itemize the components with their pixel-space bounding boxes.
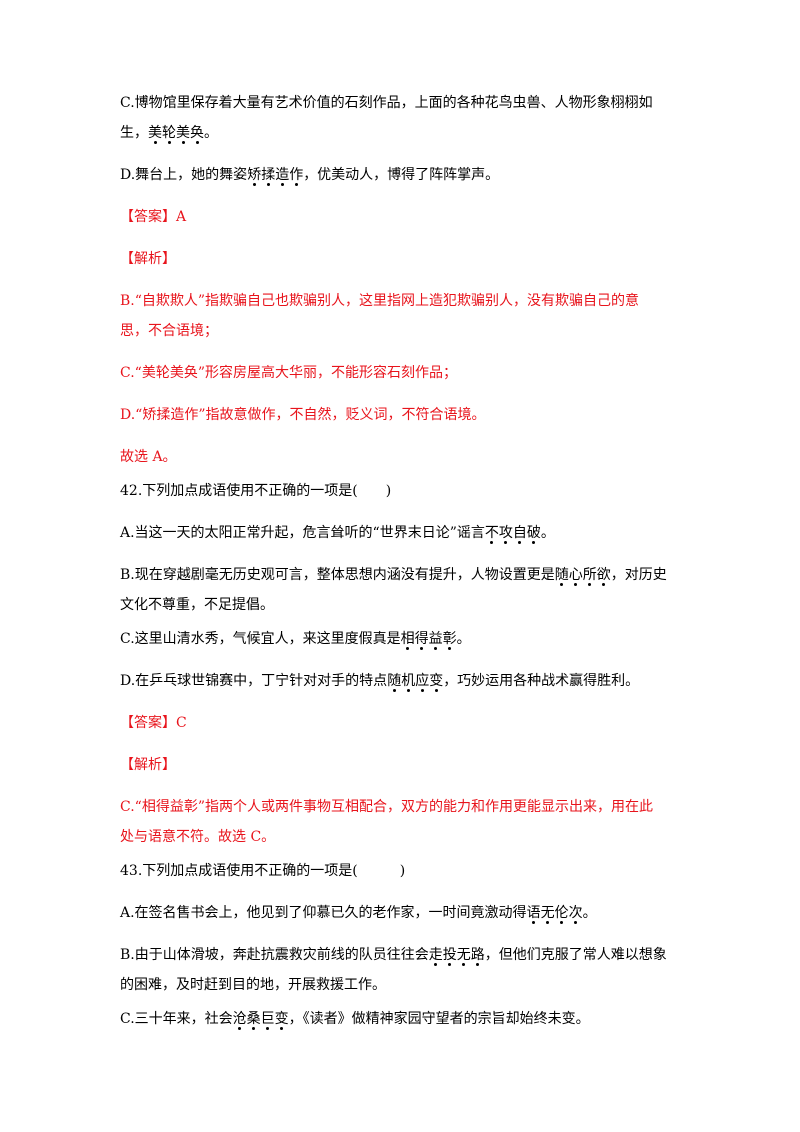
q41-conclusion: 故选 A。 xyxy=(120,449,177,465)
q42-option-d: D.在乒乓球世锦赛中，丁宁针对对手的特点随机应变，巧妙运用各种战术赢得胜利。 xyxy=(120,673,640,689)
q43-option-b-line1: B.由于山体滑坡，奔赴抗震救灾前线的队员往往会走投无路，但他们克服了常人难以想象 xyxy=(120,947,667,963)
q42-option-b-line2: 文化不尊重，不足提倡。 xyxy=(120,597,274,613)
q41-analysis-b-line2: 思，不合语境； xyxy=(120,323,218,339)
q41-option-d: D.舞台上，她的舞姿矫揉造作，优美动人，博得了阵阵掌声。 xyxy=(120,167,500,183)
q41-option-c-line1: C.博物馆里保存着大量有艺术价值的石刻作品，上面的各种花鸟虫兽、人物形象栩栩如 xyxy=(120,95,653,111)
q42-answer: 【答案】C xyxy=(120,715,187,731)
q42-analysis-label: 【解析】 xyxy=(120,757,176,773)
q41-analysis-c: C.“美轮美奂”形容房屋高大华丽，不能形容石刻作品； xyxy=(120,365,457,381)
q41-option-c-line2: 生，美轮美奂。 xyxy=(120,125,218,141)
q43-option-a: A.在签名售书会上，他见到了仰慕已久的老作家，一时间竟激动得语无伦次。 xyxy=(120,905,597,921)
q42-stem: 42.下列加点成语使用不正确的一项是( ) xyxy=(120,483,392,499)
q42-option-b-line1: B.现在穿越剧毫无历史观可言，整体思想内涵没有提升，人物设置更是随心所欲，对历史 xyxy=(120,567,667,583)
q42-option-c: C.这里山清水秀，气候宜人，来这里度假真是相得益彰。 xyxy=(120,631,471,647)
document-page: C.博物馆里保存着大量有艺术价值的石刻作品，上面的各种花鸟虫兽、人物形象栩栩如 … xyxy=(120,88,685,1034)
q41-analysis-label: 【解析】 xyxy=(120,251,176,267)
q41-analysis-b-line1: B.“自欺欺人”指欺骗自己也欺骗别人，这里指网上造犯欺骗别人，没有欺骗自己的意 xyxy=(120,293,640,309)
q43-option-b-line2: 的困难，及时赶到目的地，开展救援工作。 xyxy=(120,977,386,993)
q41-analysis-d: D.“矫揉造作”指故意做作，不自然，贬义词，不符合语境。 xyxy=(120,407,486,423)
q42-analysis-line1: C.“相得益彰”指两个人或两件事物互相配合，双方的能力和作用更能显示出来，用在此 xyxy=(120,799,653,815)
q42-option-a: A.当这一天的太阳正常升起，危言耸听的“世界末日论”谣言不攻自破。 xyxy=(120,525,555,541)
q41-answer: 【答案】A xyxy=(120,209,187,225)
q42-analysis-line2: 处与语意不符。故选 C。 xyxy=(120,829,276,845)
q43-stem: 43.下列加点成语使用不正确的一项是( ) xyxy=(120,863,406,879)
q43-option-c: C.三十年来，社会沧桑巨变，《读者》做精神家园守望者的宗旨却始终未变。 xyxy=(120,1011,590,1027)
